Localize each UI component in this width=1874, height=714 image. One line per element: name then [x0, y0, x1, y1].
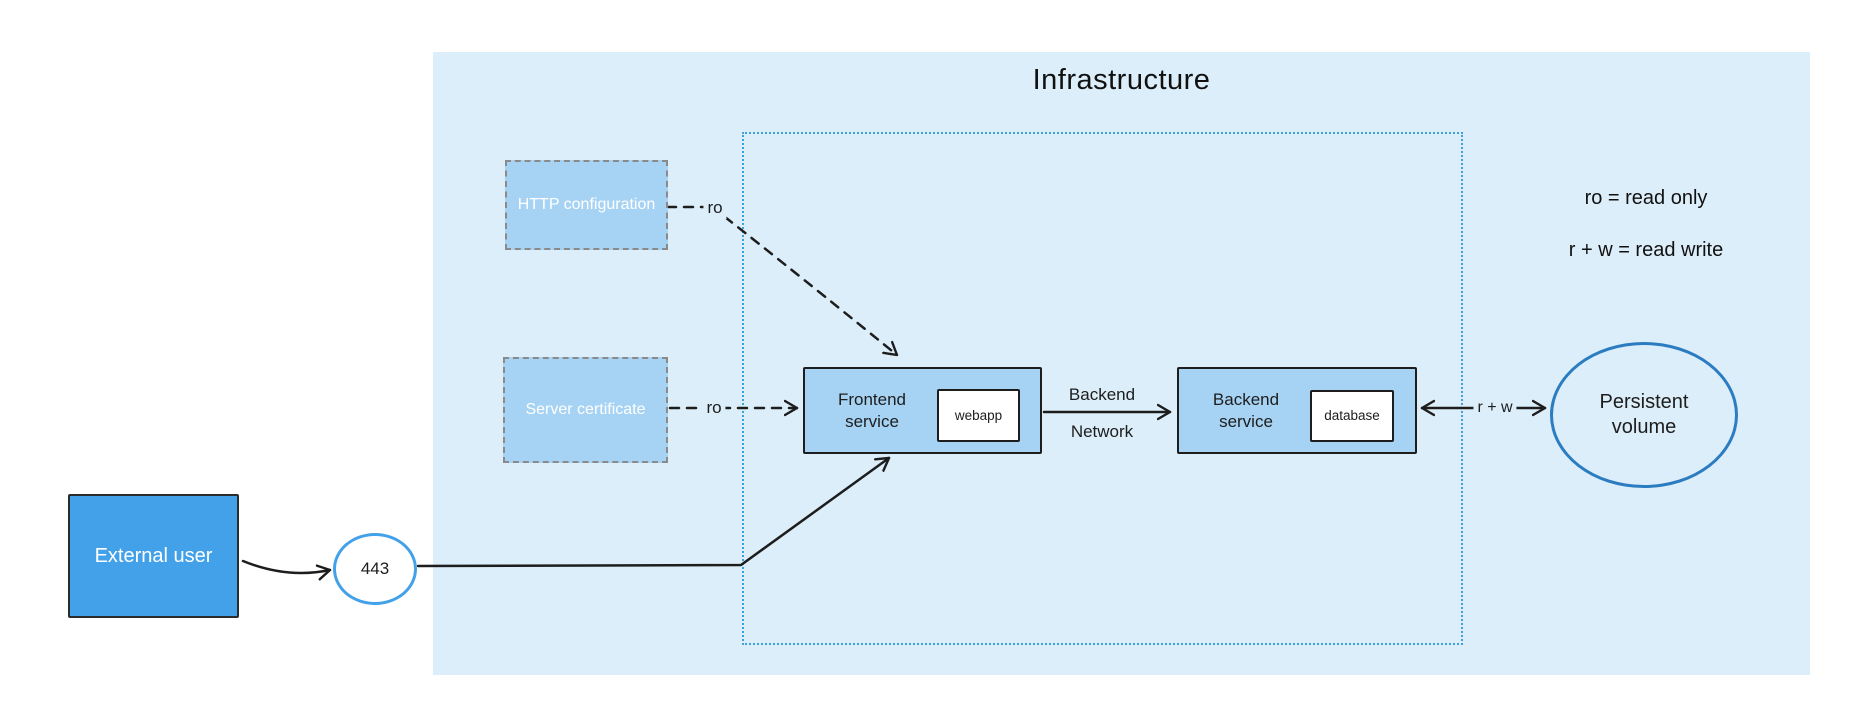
webapp-node: webapp	[937, 389, 1020, 442]
persistent-volume-node: Persistent volume	[1550, 342, 1738, 488]
diagram-title: Infrastructure	[1032, 64, 1211, 96]
external-user-label: External user	[94, 544, 213, 567]
backend-service-node: Backend service database	[1177, 367, 1417, 454]
server-certificate-label: Server certificate	[525, 401, 646, 418]
database-node: database	[1310, 390, 1394, 442]
frontend-service-label: Frontend service	[837, 389, 907, 431]
edge-label-ro-cert: ro	[702, 397, 726, 419]
edge-label-read-write: r + w	[1473, 398, 1517, 418]
webapp-label: webapp	[954, 407, 1003, 423]
port-443-node: 443	[333, 533, 417, 605]
arrow-user-to-port	[241, 559, 332, 573]
port-443-label: 443	[360, 559, 390, 578]
legend-read-only: ro = read only	[1584, 187, 1708, 209]
database-label: database	[1324, 408, 1380, 423]
backend-service-label: Backend service	[1212, 389, 1280, 431]
network-boundary	[742, 132, 1463, 645]
edge-label-network: Network	[1070, 422, 1134, 441]
external-user-node: External user	[68, 494, 239, 618]
http-configuration-label: HTTP configuration	[517, 196, 656, 213]
edge-label-ro-http: ro	[703, 197, 727, 219]
http-configuration-node: HTTP configuration	[505, 160, 668, 250]
persistent-volume-label: Persistent volume	[1599, 391, 1689, 438]
legend-read-write: r + w = read write	[1568, 239, 1724, 261]
legend: ro = read only r + w = read write	[1500, 187, 1792, 262]
edge-label-backend: Backend	[1068, 385, 1136, 404]
server-certificate-node: Server certificate	[503, 357, 668, 463]
frontend-service-node: Frontend service webapp	[803, 367, 1042, 454]
